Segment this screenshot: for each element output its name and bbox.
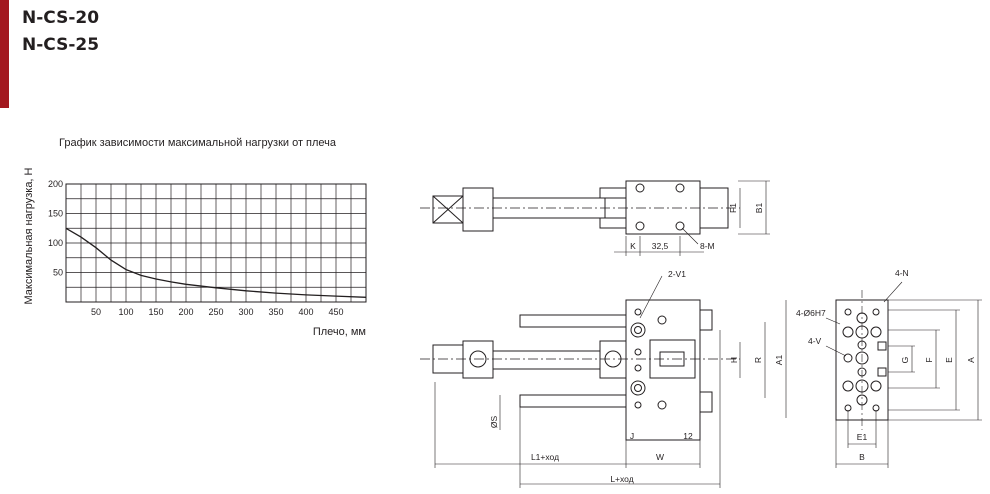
chart-ticks: 50 100 150 200 250 300 350 400 450 50 100 150 200 bbox=[48, 179, 344, 317]
dim-l: L+ход bbox=[610, 474, 633, 484]
dim-b: B bbox=[859, 452, 865, 462]
dim-a: A bbox=[966, 357, 976, 363]
x-axis-label: Плечо, мм bbox=[313, 326, 366, 338]
side-view bbox=[825, 281, 982, 468]
x-tick-label: 350 bbox=[268, 307, 283, 317]
y-tick-label: 100 bbox=[48, 238, 63, 248]
plot-frame bbox=[65, 183, 367, 303]
dim-k: K bbox=[630, 241, 636, 251]
dim-b1: B1 bbox=[754, 203, 764, 214]
x-tick-label: 200 bbox=[178, 307, 193, 317]
series-line-1 bbox=[65, 227, 367, 298]
dim-a1: A1 bbox=[774, 355, 784, 366]
y-tick-label: 150 bbox=[48, 209, 63, 219]
model-name-1: N-CS-20 bbox=[22, 8, 100, 28]
dim-w: W bbox=[656, 452, 664, 462]
accent-bar bbox=[0, 0, 9, 108]
y-axis-label: Максимальная нагрузка, Н bbox=[23, 167, 35, 304]
dim-g: G bbox=[900, 357, 910, 364]
x-tick-label: 450 bbox=[328, 307, 343, 317]
chart-title: График зависимости максимальной нагрузки… bbox=[59, 137, 337, 149]
front-view bbox=[420, 275, 787, 488]
dim-e1: E1 bbox=[857, 432, 868, 442]
dim-j: J bbox=[630, 431, 634, 441]
dim-l1: L1+ход bbox=[531, 452, 559, 462]
dim-2v1: 2-V1 bbox=[668, 269, 686, 279]
chart-grid bbox=[65, 183, 367, 303]
dim-f1: F1 bbox=[728, 203, 738, 213]
x-tick-label: 250 bbox=[208, 307, 223, 317]
x-tick-label: 400 bbox=[298, 307, 313, 317]
x-tick-label: 300 bbox=[238, 307, 253, 317]
dim-e: E bbox=[944, 357, 954, 363]
x-tick-label: 100 bbox=[118, 307, 133, 317]
dim-f: F bbox=[924, 357, 934, 362]
dim-4v: 4-V bbox=[808, 336, 822, 346]
dim-4-d6h7: 4-Ø6H7 bbox=[796, 308, 826, 318]
chart-lines bbox=[65, 227, 367, 298]
dim-h: H bbox=[729, 357, 739, 363]
x-tick-label: 50 bbox=[91, 307, 101, 317]
dim-4n: 4-N bbox=[895, 268, 909, 278]
dim-32-5: 32,5 bbox=[652, 241, 669, 251]
y-tick-label: 50 bbox=[53, 268, 63, 278]
dim-8m: 8-M bbox=[700, 241, 715, 251]
dim-r: R bbox=[753, 357, 763, 363]
x-tick-label: 150 bbox=[148, 307, 163, 317]
model-name-2: N-CS-25 bbox=[22, 35, 100, 55]
dim-s: ØS bbox=[489, 416, 499, 429]
dim-12: 12 bbox=[683, 431, 693, 441]
y-tick-label: 200 bbox=[48, 179, 63, 189]
top-view bbox=[420, 180, 770, 256]
